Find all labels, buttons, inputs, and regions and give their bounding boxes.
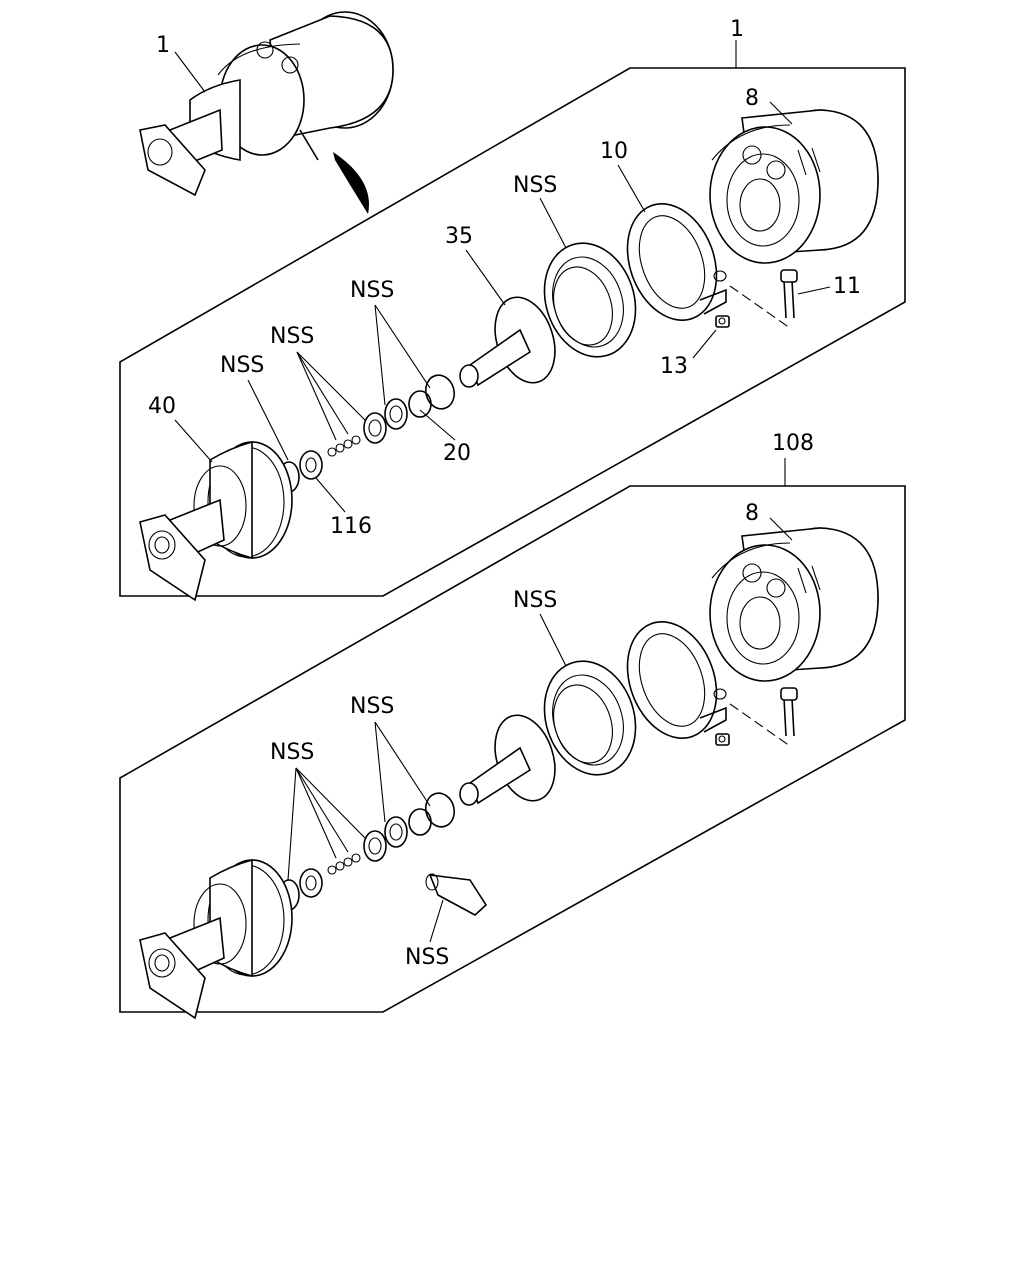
label-a-part-10: 10	[600, 139, 628, 164]
explode-arrow	[333, 152, 369, 214]
callout-panel-b: 108	[772, 431, 814, 456]
label-a-part-nss-ring: NSS	[220, 353, 264, 378]
panel-b-parts	[139, 527, 879, 1019]
label-a-part-116: 116	[330, 514, 372, 539]
label-a-part-20: 20	[443, 441, 471, 466]
installation-tool	[425, 873, 488, 916]
label-b-part-nss-orings: NSS	[350, 694, 394, 719]
label-a-part-nss-balls: NSS	[270, 324, 314, 349]
label-a-part-40: 40	[148, 394, 176, 419]
label-b-part-nss-seal: NSS	[513, 588, 557, 613]
label-b-part-nss-balls: NSS	[270, 740, 314, 765]
label-a-part-nss-seal: NSS	[513, 173, 557, 198]
label-a-part-nss-orings: NSS	[350, 278, 394, 303]
label-b-part-8: 8	[745, 501, 759, 526]
label-a-part-35: 35	[445, 224, 473, 249]
callout-panel-a: 1	[730, 17, 744, 42]
label-a-part-11: 11	[833, 274, 861, 299]
label-a-part-8: 8	[745, 86, 759, 111]
panel-b-frame	[119, 485, 906, 1013]
callout-top-assembly: 1	[156, 33, 170, 58]
panel-a-frame	[119, 67, 906, 597]
label-b-part-nss-tool: NSS	[405, 945, 449, 970]
label-a-part-13: 13	[660, 354, 688, 379]
assembled-unit	[139, 11, 394, 197]
panel-a-parts	[139, 109, 879, 601]
callout-leader-top	[174, 51, 206, 93]
